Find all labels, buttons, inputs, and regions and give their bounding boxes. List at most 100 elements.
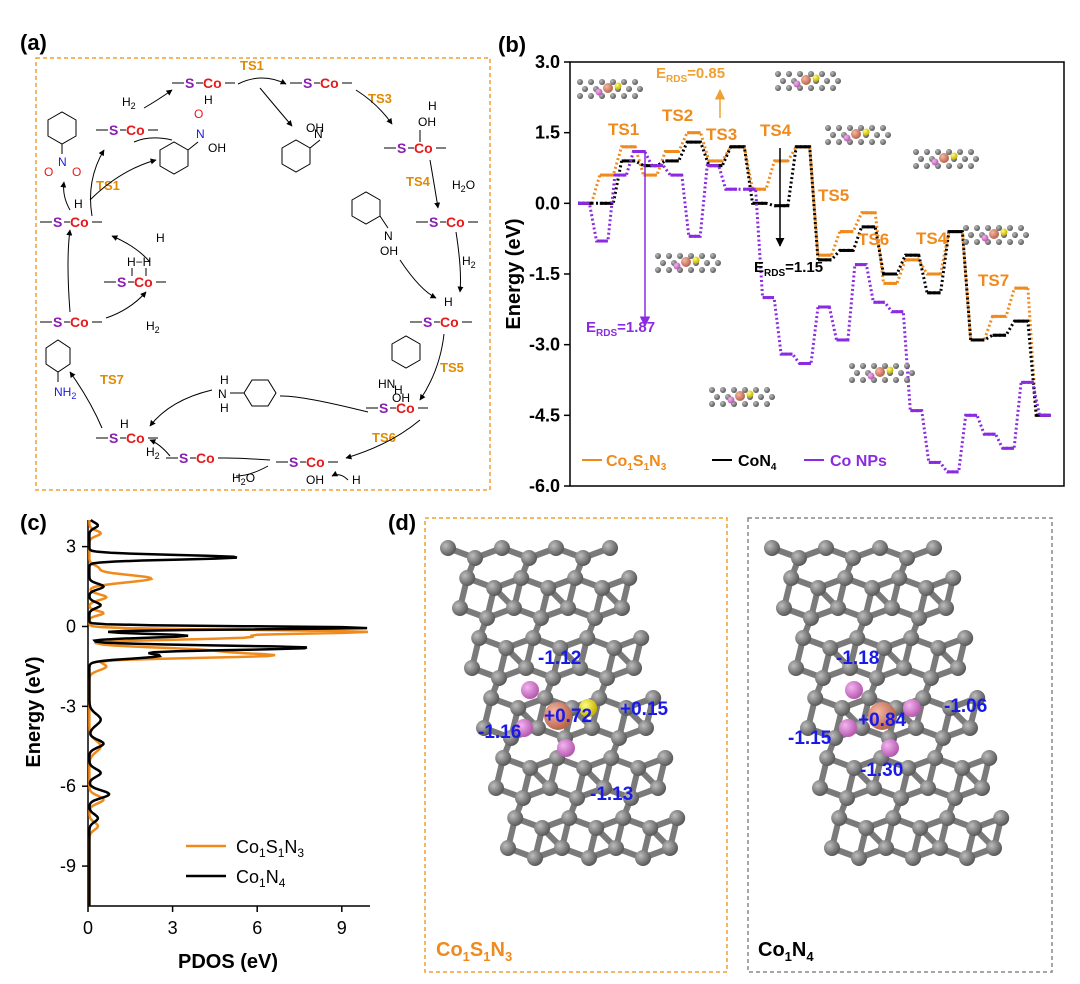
carbon-atom bbox=[893, 790, 909, 806]
nitrogen-atom bbox=[521, 681, 539, 699]
charge-right-top: -1.18 bbox=[836, 648, 879, 669]
carbon-atom bbox=[935, 730, 951, 746]
svg-text:OH: OH bbox=[392, 391, 410, 405]
carbon-atom bbox=[594, 580, 611, 596]
svg-text:Co: Co bbox=[440, 314, 459, 330]
carbon-atom bbox=[572, 660, 588, 676]
carbon-atom bbox=[878, 840, 894, 856]
carbon-atom bbox=[621, 570, 638, 586]
carbon-atom bbox=[554, 840, 570, 856]
carbon-atom bbox=[791, 550, 807, 566]
carbon-atom bbox=[602, 540, 618, 556]
structure-co1n4 bbox=[764, 540, 1010, 866]
ts5-label: TS5 bbox=[818, 186, 849, 205]
structure-right-frame bbox=[747, 517, 1053, 973]
ts4-label: TS4 bbox=[760, 121, 792, 140]
carbon-atom bbox=[522, 760, 539, 776]
carbon-atom bbox=[986, 840, 1002, 856]
carbon-atom bbox=[483, 690, 500, 706]
svg-text:Co: Co bbox=[70, 314, 89, 330]
carbon-atom bbox=[533, 610, 549, 626]
carbon-atom bbox=[822, 640, 839, 656]
pdos-xtick-label: 6 bbox=[252, 918, 262, 938]
pdos-ytick-label: 3 bbox=[66, 537, 76, 557]
svg-text:H: H bbox=[74, 197, 83, 211]
carbon-atom bbox=[845, 550, 861, 566]
pdos-xtick-label: 0 bbox=[83, 918, 93, 938]
carbon-atom bbox=[662, 840, 678, 856]
carbon-atom bbox=[885, 810, 902, 826]
carbon-atom bbox=[795, 630, 812, 646]
nitrogen-atom bbox=[557, 739, 575, 757]
energy-series-con4 bbox=[578, 140, 1050, 417]
svg-text:Co: Co bbox=[126, 430, 145, 446]
pdos-curve-co1n4 bbox=[88, 519, 368, 906]
svg-text:Co: Co bbox=[306, 454, 325, 470]
site-bottom-oh: S Co OH H bbox=[276, 454, 361, 487]
cobalt-atom bbox=[868, 702, 896, 730]
carbon-atom bbox=[818, 540, 834, 556]
carbon-atom bbox=[819, 750, 836, 766]
svg-text:H: H bbox=[220, 373, 229, 387]
svg-text:H: H bbox=[394, 383, 403, 397]
carbon-atom bbox=[918, 580, 935, 596]
svg-text:S: S bbox=[53, 214, 62, 230]
energy-ytick-label: -4.5 bbox=[529, 405, 560, 425]
carbon-atom bbox=[869, 670, 885, 686]
energy-yticks: 3.01.50.0-1.5-3.0-4.5-6.0 bbox=[529, 52, 570, 496]
site-right-oh: OH S Co H bbox=[384, 99, 446, 156]
svg-text:NH2: NH2 bbox=[54, 385, 76, 401]
charge-right-n-bottom: -1.30 bbox=[860, 760, 903, 781]
cobalt-atom bbox=[544, 702, 572, 730]
thumbnail-structure bbox=[849, 363, 915, 383]
thumbnail-structure bbox=[775, 71, 841, 91]
carbon-atom bbox=[959, 850, 975, 866]
carbon-atom bbox=[927, 750, 944, 766]
carbon-atom bbox=[561, 810, 578, 826]
svg-text:H2: H2 bbox=[146, 319, 160, 335]
energy-profile-chart: Energy (eV) 3.01.50.0-1.5-3.0-4.5-6.0 TS… bbox=[503, 52, 1065, 496]
carbon-atom bbox=[587, 610, 603, 626]
carbon-atom bbox=[440, 540, 456, 556]
thumbnail-structure bbox=[963, 225, 1029, 245]
svg-text:N: N bbox=[384, 229, 393, 243]
carbon-atom bbox=[552, 640, 569, 656]
charge-left-n-bottom: -1.13 bbox=[590, 784, 633, 805]
phenyl-hn-oh: HN OH bbox=[378, 335, 421, 405]
svg-text:H2O: H2O bbox=[232, 471, 255, 487]
energy-ytick-label: 0.0 bbox=[535, 193, 560, 213]
pdos-legend-orange: Co1S1N3 bbox=[236, 837, 304, 860]
svg-text:H2: H2 bbox=[146, 445, 160, 461]
site-bottom-left-h: H S Co bbox=[96, 417, 158, 446]
svg-text:Co: Co bbox=[396, 400, 415, 416]
carbon-atom bbox=[932, 840, 948, 856]
carbon-atom bbox=[876, 640, 893, 656]
carbon-atom bbox=[614, 600, 630, 616]
carbon-atom bbox=[908, 720, 924, 736]
pdos-xtick-label: 9 bbox=[337, 918, 347, 938]
carbon-atom bbox=[950, 660, 966, 676]
carbon-atom bbox=[476, 720, 492, 736]
svg-text:OH: OH bbox=[380, 244, 398, 258]
erds-black: ERDS=1.15 bbox=[754, 259, 823, 279]
carbon-atom bbox=[966, 820, 983, 836]
carbon-atom bbox=[974, 780, 990, 796]
carbon-atom bbox=[954, 760, 971, 776]
carbon-atom bbox=[981, 750, 998, 766]
svg-text:N: N bbox=[58, 155, 67, 169]
carbon-atom bbox=[579, 630, 596, 646]
carbon-atom bbox=[861, 690, 878, 706]
carbon-atom bbox=[938, 600, 954, 616]
site-top: S Co H bbox=[172, 75, 235, 107]
svg-text:H−H: H−H bbox=[127, 255, 151, 269]
svg-text:S: S bbox=[117, 274, 126, 290]
thumbnail-structure bbox=[655, 253, 721, 273]
svg-text:H: H bbox=[444, 295, 453, 309]
charge-right-n-right: -1.06 bbox=[944, 696, 987, 717]
carbon-atom bbox=[608, 840, 624, 856]
svg-text:H: H bbox=[156, 231, 165, 245]
ts1-label: TS1 bbox=[608, 120, 639, 139]
carbon-atom bbox=[548, 540, 564, 556]
carbon-atom bbox=[464, 660, 480, 676]
